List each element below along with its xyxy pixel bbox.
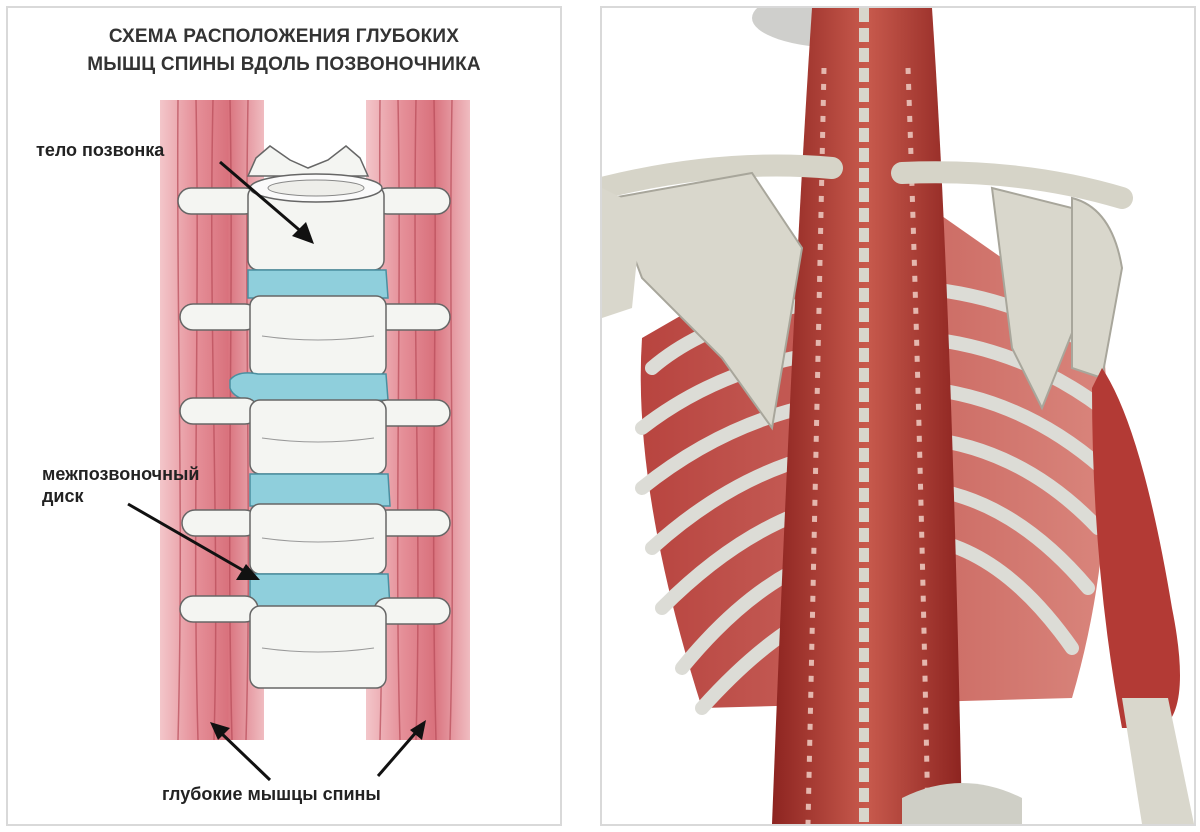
anatomy-illustration-panel [600, 6, 1196, 826]
vertebra-3 [179, 397, 451, 475]
vertebra-2 [179, 295, 451, 377]
intervertebral-disc-3 [249, 473, 391, 507]
arrow-disc [127, 502, 260, 580]
clavicles [602, 154, 1133, 209]
label-deep-back-muscles: глубокие мышцы спины [162, 784, 381, 804]
label-vertebral-body: тело позвонка [36, 140, 165, 160]
label-disc-line1: межпозвоночный [42, 464, 200, 484]
erector-spinae [772, 8, 962, 824]
intervertebral-disc-2 [229, 372, 389, 403]
vertebra-1 [177, 173, 451, 271]
pelvis [902, 783, 1022, 824]
spine-diagram [127, 99, 470, 782]
arrow-muscle-right [376, 720, 426, 777]
vertebra-5 [179, 595, 451, 689]
schema-title-line2: МЫШЦ СПИНЫ ВДОЛЬ ПОЗВОНОЧНИКА [87, 54, 481, 75]
intervertebral-disc-1 [247, 269, 389, 299]
left-arm [602, 188, 642, 318]
right-arm [1071, 196, 1194, 824]
schema-title-line1: СХЕМА РАСПОЛОЖЕНИЯ ГЛУБОКИХ [108, 26, 460, 47]
intervertebral-disc-4 [249, 573, 391, 609]
scapula-right [990, 186, 1084, 411]
scapula-left [610, 171, 804, 431]
arrow-muscle-left [210, 722, 272, 782]
back-muscles-illustration [602, 8, 1194, 824]
vertebra-4 [181, 503, 451, 575]
arrow-vertebra [219, 160, 314, 244]
label-disc-line2: диск [42, 486, 84, 506]
schema-panel: СХЕМА РАСПОЛОЖЕНИЯ ГЛУБОКИХ МЫШЦ СПИНЫ В… [6, 6, 562, 826]
